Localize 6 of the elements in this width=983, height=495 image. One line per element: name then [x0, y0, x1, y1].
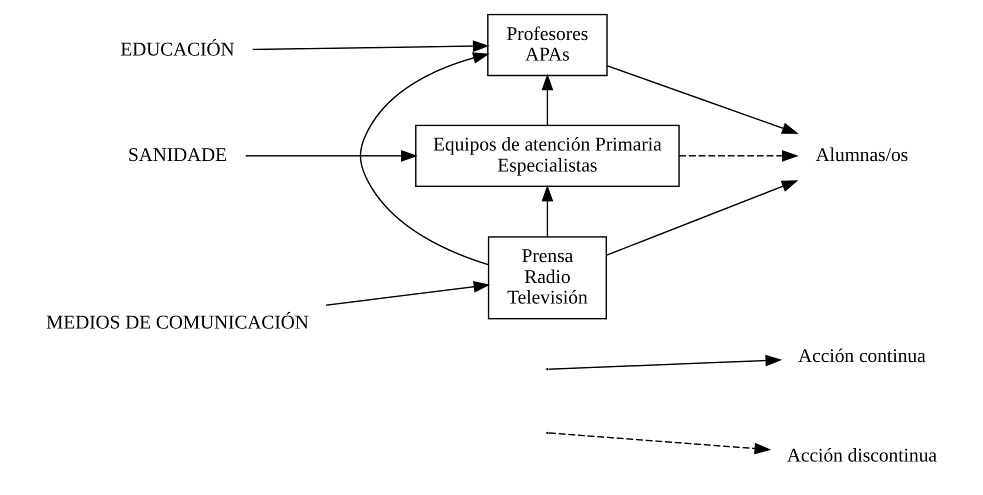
- node-text: MEDIOS DE COMUNICACIÓN: [46, 312, 308, 334]
- node-text: Alumnas/os: [815, 144, 908, 166]
- legend-label: Acción continua: [798, 345, 926, 366]
- node-text: SANIDADE: [127, 144, 227, 166]
- node-text: EDUCACIÓN: [120, 39, 234, 60]
- legend-label: Acción discontinua: [786, 445, 936, 466]
